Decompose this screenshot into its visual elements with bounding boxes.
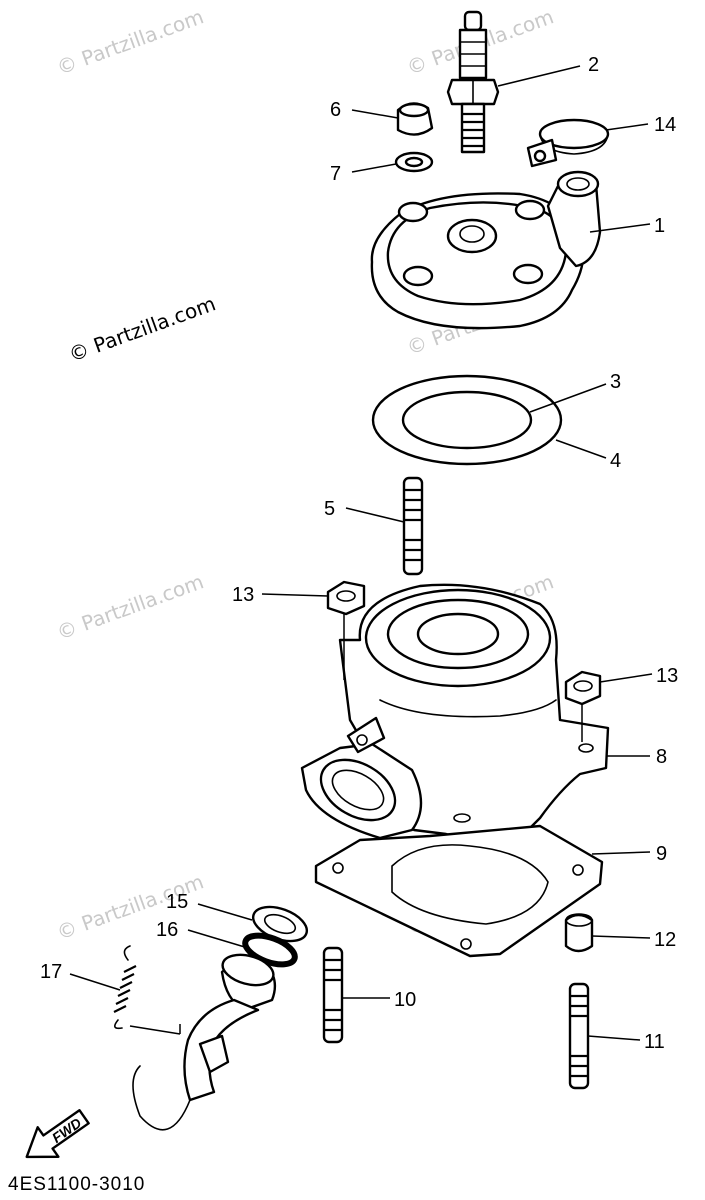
cylinder	[300, 583, 610, 844]
callout-7: 7	[330, 163, 341, 185]
stud-bolt-long	[568, 982, 590, 1090]
callout-5: 5	[324, 498, 335, 520]
callout-13-right: 13	[656, 665, 678, 687]
callout-3: 3	[610, 371, 621, 393]
flange-nut-right	[564, 670, 602, 706]
callout-13-left: 13	[232, 584, 254, 606]
watermark: © Partzilla.com	[54, 569, 207, 644]
washer	[394, 151, 434, 173]
watermark-dark: © Partzilla.com	[66, 291, 219, 366]
cap-nut	[396, 102, 434, 136]
callout-6: 6	[330, 99, 341, 121]
callout-11: 11	[644, 1031, 665, 1053]
fwd-arrow: FWD	[25, 1109, 90, 1159]
callout-17: 17	[40, 961, 62, 983]
callout-8: 8	[656, 746, 667, 768]
callout-2: 2	[588, 54, 599, 76]
watermark: © Partzilla.com	[54, 4, 207, 79]
tension-spring	[113, 945, 137, 1030]
base-gasket	[314, 824, 604, 958]
leader-lines	[69, 65, 653, 1041]
callout-4: 4	[610, 450, 621, 472]
stud-bolt-short	[322, 946, 344, 1044]
head-gasket	[371, 374, 563, 466]
diagram-code: 4ES1100-3010	[8, 1174, 145, 1195]
callout-16: 16	[156, 919, 178, 941]
callouts: 1 2 3 4 5 6 7 8 9 10 11 12 13 13 14 15 1…	[40, 54, 678, 1053]
callout-14: 14	[654, 114, 676, 136]
dowel-pin	[564, 913, 594, 953]
stud-bolt	[402, 476, 424, 576]
cylinder-head	[370, 170, 602, 330]
callout-12: 12	[654, 929, 676, 951]
callout-1: 1	[654, 215, 665, 237]
seal-ring	[251, 905, 309, 943]
flange-nut-left	[326, 580, 366, 616]
exhaust-joint-pipe	[129, 953, 277, 1131]
callout-9: 9	[656, 843, 667, 865]
callout-15: 15	[166, 891, 188, 913]
o-ring	[242, 932, 298, 968]
hose-clamp	[526, 118, 610, 168]
callout-10: 10	[394, 989, 416, 1011]
spark-plug	[446, 10, 500, 154]
